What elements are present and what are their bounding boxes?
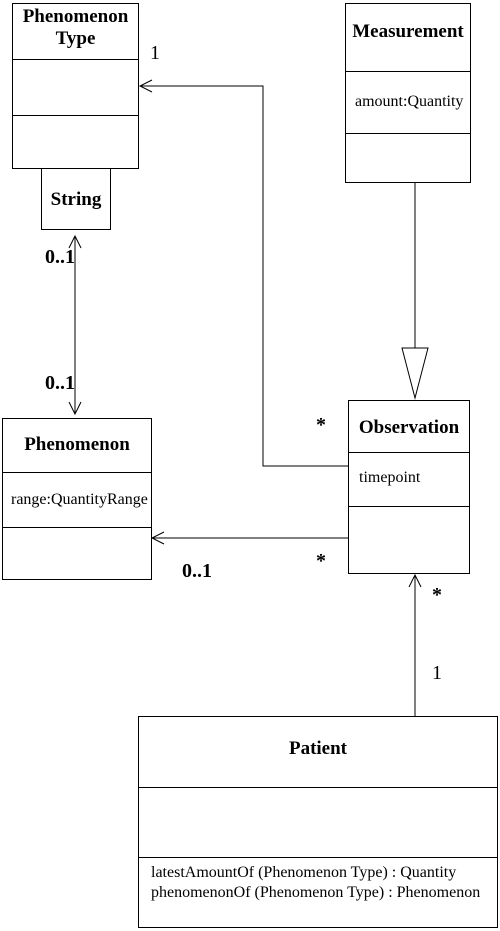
class-name: Phenomenon Type bbox=[22, 6, 129, 49]
class-phenomenon: Phenomenon range:QuantityRange bbox=[2, 418, 152, 580]
class-name: String bbox=[50, 189, 102, 210]
operation-compartment: latestAmountOf (Phenomenon Type) : Quant… bbox=[139, 857, 497, 927]
multiplicity-observation-to-type: * bbox=[316, 414, 326, 436]
attribute-compartment bbox=[13, 59, 138, 115]
multiplicity-patient-end: 1 bbox=[432, 662, 442, 684]
arrowhead-phenomenon-type bbox=[138, 79, 153, 93]
operation-compartment bbox=[346, 133, 470, 182]
class-name: Patient bbox=[288, 738, 348, 759]
attribute-amount: amount:Quantity bbox=[355, 93, 464, 110]
class-name: Observation bbox=[358, 417, 460, 438]
multiplicity-phenomenon-type: 1 bbox=[150, 42, 160, 64]
arrowhead-phenomenon-range bbox=[150, 531, 165, 545]
attribute-compartment: timepoint bbox=[349, 452, 469, 506]
multiplicity-string-upper: 0..1 bbox=[45, 246, 75, 268]
multiplicity-observation-to-phenomenon: * bbox=[316, 550, 326, 572]
attribute-compartment: range:QuantityRange bbox=[3, 472, 151, 527]
multiplicity-observation-to-patient: * bbox=[432, 584, 442, 606]
class-measurement: Measurement amount:Quantity bbox=[345, 3, 471, 183]
attribute-compartment bbox=[139, 787, 497, 857]
arrowhead-phenomenon bbox=[68, 401, 82, 416]
attribute-compartment: amount:Quantity bbox=[346, 71, 470, 133]
class-phenomenon-type: Phenomenon Type bbox=[12, 3, 139, 169]
operation-latest-amount-of: latestAmountOf (Phenomenon Type) : Quant… bbox=[151, 864, 457, 881]
operation-compartment bbox=[349, 506, 469, 573]
association-observation-phenomenon-type bbox=[140, 85, 349, 467]
operation-compartment bbox=[3, 527, 151, 579]
operation-compartment bbox=[13, 115, 138, 168]
attribute-timepoint: timepoint bbox=[359, 469, 421, 486]
class-observation: Observation timepoint bbox=[348, 400, 470, 574]
class-string: String bbox=[41, 168, 111, 230]
class-name: Phenomenon bbox=[24, 434, 130, 455]
multiplicity-phenomenon-end: 0..1 bbox=[182, 560, 212, 582]
operation-phenomenon-of: phenomenonOf (Phenomenon Type) : Phenome… bbox=[151, 884, 481, 901]
generalization-triangle bbox=[401, 347, 429, 400]
class-patient: Patient latestAmountOf (Phenomenon Type)… bbox=[138, 716, 498, 928]
arrowhead-observation bbox=[408, 573, 422, 588]
arrowhead-string bbox=[68, 234, 82, 249]
class-name: Measurement bbox=[352, 21, 464, 42]
attribute-range: range:QuantityRange bbox=[11, 491, 148, 508]
multiplicity-string-lower: 0..1 bbox=[45, 372, 75, 394]
